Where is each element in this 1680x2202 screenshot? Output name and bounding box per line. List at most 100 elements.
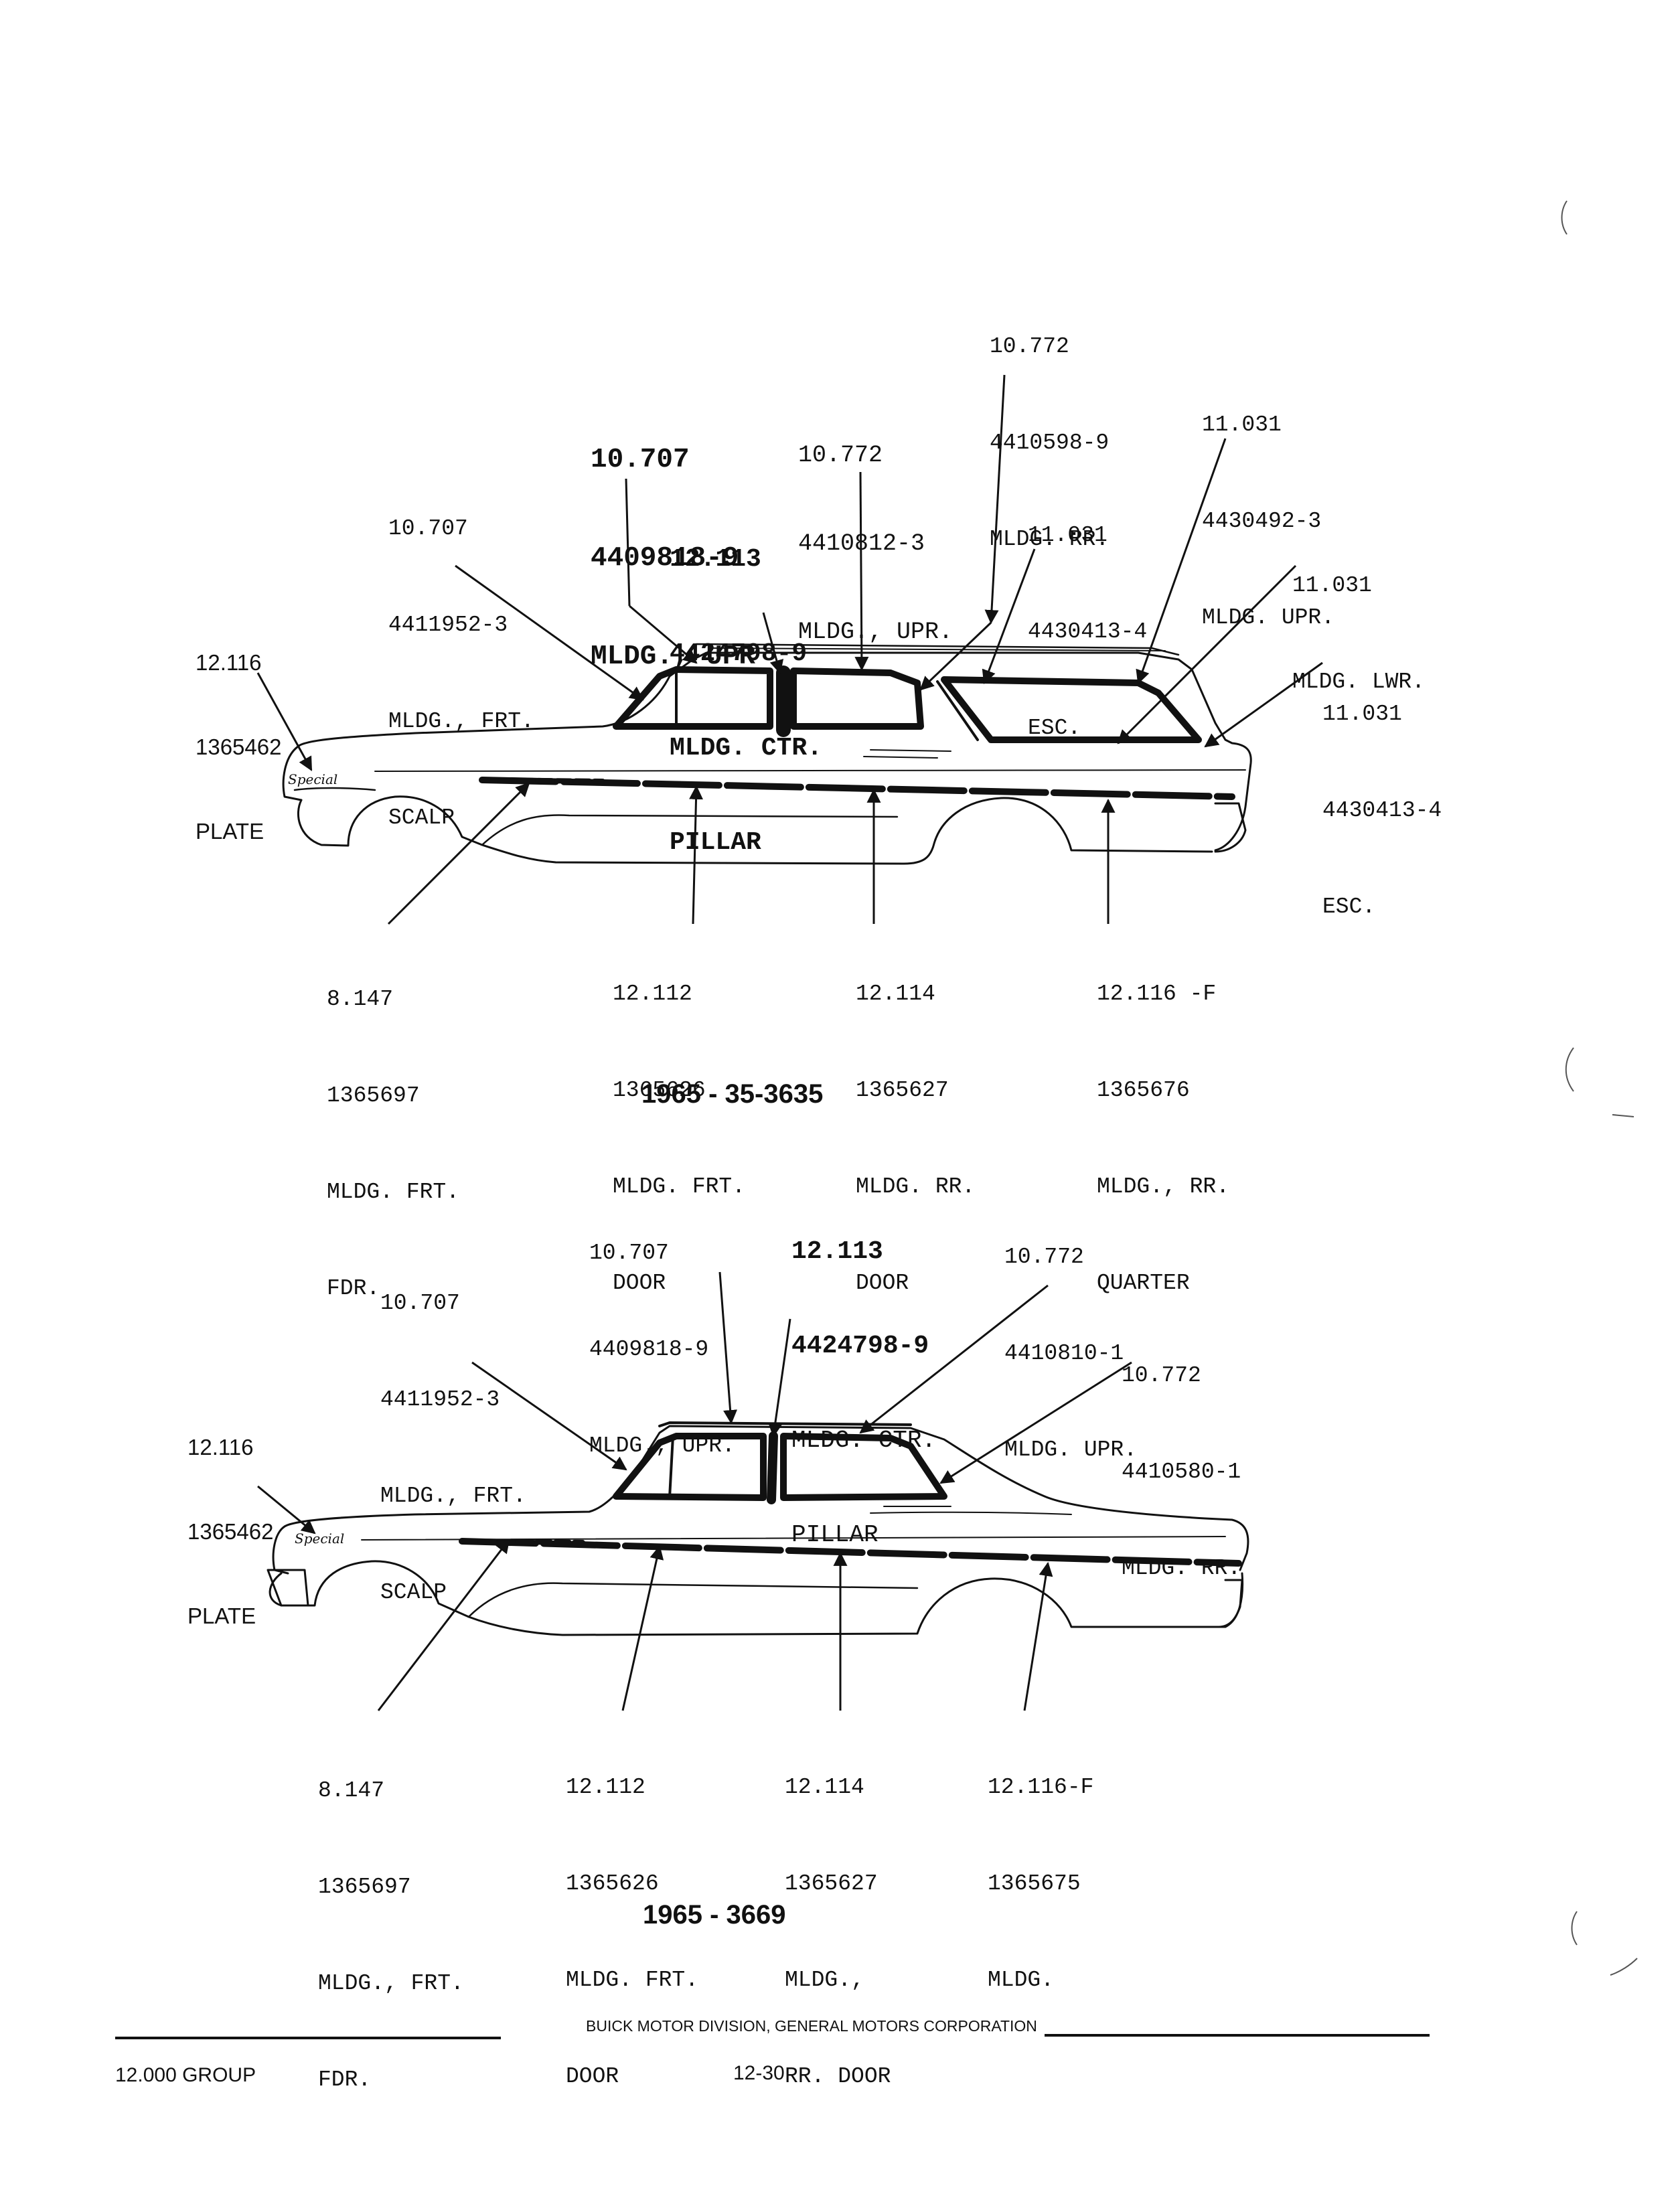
callout-line: SCALP xyxy=(388,805,455,830)
callout-upr-front: 10.707 4409818-9 MLDG., UPR xyxy=(591,378,755,739)
callout-line: 4430413-4 xyxy=(1322,798,1442,823)
sedan-side-molding xyxy=(459,1538,1242,1567)
callout-rr-upr-top: 10.772 4410598-9 MLDG. RR. xyxy=(990,266,1109,620)
callout-line: 11.031 xyxy=(1028,523,1108,548)
callout-upr-mid: 10.772 4410812-3 MLDG., UPR. xyxy=(798,382,953,706)
callout-line: MLDG. RR. xyxy=(990,527,1110,552)
sedan-body-top xyxy=(283,1425,1249,1571)
callout-line: 4410810-1 xyxy=(1004,1341,1124,1366)
callout-line: 10.772 xyxy=(1122,1363,1201,1388)
callout-line: DOOR xyxy=(856,1271,909,1295)
callout-line: ESC. xyxy=(1028,716,1081,740)
callout-line: MLDG. FRT. xyxy=(613,1174,746,1199)
leader-upr-front xyxy=(625,478,631,607)
callout-line: 12.114 xyxy=(785,1775,864,1800)
callout-line: 4424798-9 xyxy=(670,639,808,668)
wagon-body-bottom xyxy=(297,795,1213,865)
callout-ctr-pillar: 12.113 4424798-9 MLDG. CTR. PILLAR xyxy=(791,1173,936,1614)
callout-line: 4410580-1 xyxy=(1122,1460,1241,1484)
leader-upr-front xyxy=(718,1271,738,1425)
callout-line: MLDG. FRT. xyxy=(327,1180,460,1204)
callout-line: 12.113 xyxy=(791,1237,883,1266)
leader-ctr-pillar xyxy=(768,1318,791,1438)
callout-line: MLDG., FRT. xyxy=(388,709,534,734)
callout-esc-lower: 11.031 4430413-4 ESC. xyxy=(1322,634,1442,988)
callout-line: 10.707 xyxy=(591,445,690,475)
wagon-middle-window xyxy=(790,667,924,730)
callout-line: MLDG., RR. xyxy=(1097,1174,1230,1199)
diagram-2-caption: 1965 - 3669 xyxy=(643,1900,786,1930)
callout-line: 11.031 xyxy=(1292,573,1372,598)
callout-line: 11.031 xyxy=(1202,412,1282,437)
callout-esc-upper: 11.031 4430413-4 ESC. xyxy=(1028,455,1147,809)
callout-line: 10.707 xyxy=(589,1241,669,1265)
callout-line: 11.031 xyxy=(1322,702,1402,726)
callout-line: 12.112 xyxy=(566,1775,645,1800)
callout-upr-rear: 10.772 4410810-1 MLDG. UPR. xyxy=(1004,1177,1137,1530)
sedan-center-pillar xyxy=(767,1431,778,1504)
wagon-leader-lines xyxy=(256,374,1323,925)
footer-group: 12.000 GROUP xyxy=(115,2064,256,2086)
emblem-script: Special xyxy=(295,1530,345,1547)
callout-line: 10.707 xyxy=(380,1291,460,1316)
leader-plate xyxy=(256,672,313,771)
callout-line: 4410812-3 xyxy=(798,530,925,557)
callout-line: MLDG. CTR. xyxy=(791,1427,937,1454)
callout-line: RR. DOOR xyxy=(785,2064,891,2089)
callout-line: 4411952-3 xyxy=(380,1387,500,1412)
callout-line: 4430492-3 xyxy=(1202,509,1322,534)
sedan-leader-lines xyxy=(257,1271,1132,1711)
callout-upr-rear: 11.031 4430492-3 MLDG. UPR. xyxy=(1202,345,1334,698)
leader-scalp xyxy=(471,1361,627,1471)
callout-line: ESC. xyxy=(1322,894,1376,919)
callout-line: 4411952-3 xyxy=(388,613,508,637)
callout-line: 12.113 xyxy=(670,545,761,574)
wagon-front-window xyxy=(613,666,773,730)
leader-frt-door xyxy=(621,1545,664,1711)
leader-rr xyxy=(939,1361,1132,1484)
wagon-illustration xyxy=(282,643,1252,865)
callout-line: QUARTER xyxy=(1097,1271,1190,1295)
callout-frt-door: 12.112 1365626 MLDG. FRT. DOOR xyxy=(566,1707,698,2157)
callout-line: MLDG., FRT. xyxy=(380,1484,526,1508)
callout-line: 12.116 xyxy=(196,650,262,675)
callout-frt-door: 12.112 1365626 MLDG. FRT. DOOR xyxy=(613,914,745,1364)
leader-scalp xyxy=(455,564,644,701)
callout-line: 10.707 xyxy=(388,516,468,541)
callout-line: 1365676 xyxy=(1097,1078,1190,1103)
callout-line: 12.116 xyxy=(187,1435,254,1460)
callout-line: 1365697 xyxy=(318,1875,411,1899)
callout-line: 1365462 xyxy=(196,734,282,759)
callout-upr-front: 10.707 4409818-9 MLDG., UPR. xyxy=(589,1173,735,1526)
callout-line: MLDG. RR. xyxy=(1122,1556,1241,1581)
callout-line: 4424798-9 xyxy=(791,1332,929,1360)
sedan-front-window xyxy=(613,1433,767,1501)
callout-line: 12.116 -F xyxy=(1097,981,1217,1006)
callout-line: 8.147 xyxy=(327,987,394,1012)
wagon-side-molding xyxy=(479,777,1235,800)
callout-line: MLDG. UPR. xyxy=(1202,605,1335,630)
callout-lwr: 11.031 MLDG. LWR. xyxy=(1292,505,1425,763)
callout-plate: 12.116 1365462 PLATE xyxy=(187,1377,273,1686)
callout-line: 10.772 xyxy=(990,334,1069,359)
wagon-body-top xyxy=(297,651,1252,852)
callout-line: SCALP xyxy=(380,1580,447,1605)
callout-line: 12.112 xyxy=(613,981,692,1006)
diagram-1-caption: 1965 - 35-3635 xyxy=(641,1079,824,1109)
leader-frt-fdr xyxy=(387,782,530,925)
callout-line: MLDG., UPR. xyxy=(589,1433,735,1458)
callout-line: MLDG. CTR. xyxy=(670,734,823,763)
leader-upr-rear xyxy=(859,1284,1049,1434)
callout-rr-door: 12.114 1365627 MLDG. RR. DOOR xyxy=(856,914,975,1364)
callout-line: MLDG., xyxy=(785,1968,864,1992)
leader-plate xyxy=(257,1485,316,1535)
callout-line: 1365697 xyxy=(327,1083,420,1108)
callout-frt-fdr: 8.147 1365697 MLDG. FRT. FDR. xyxy=(327,919,459,1369)
leader-frt-fdr xyxy=(377,1539,510,1711)
callout-line: 1365627 xyxy=(856,1078,949,1103)
sedan-rear-window xyxy=(780,1433,947,1501)
callout-line: 1365675 xyxy=(988,1871,1081,1896)
callout-rr-door: 12.114 1365627 MLDG., RR. DOOR xyxy=(785,1707,891,2157)
leader-esc-lower xyxy=(1204,661,1323,748)
